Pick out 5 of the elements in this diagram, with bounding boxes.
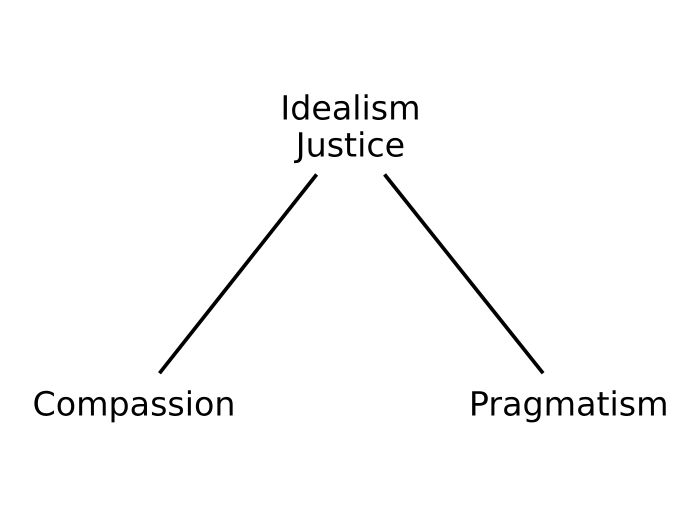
node-text: Compassion — [32, 384, 236, 423]
connector — [383, 172, 545, 374]
node-text: Idealism Justice — [280, 88, 421, 164]
node-text: Pragmatism — [468, 384, 669, 423]
connector — [158, 172, 318, 374]
